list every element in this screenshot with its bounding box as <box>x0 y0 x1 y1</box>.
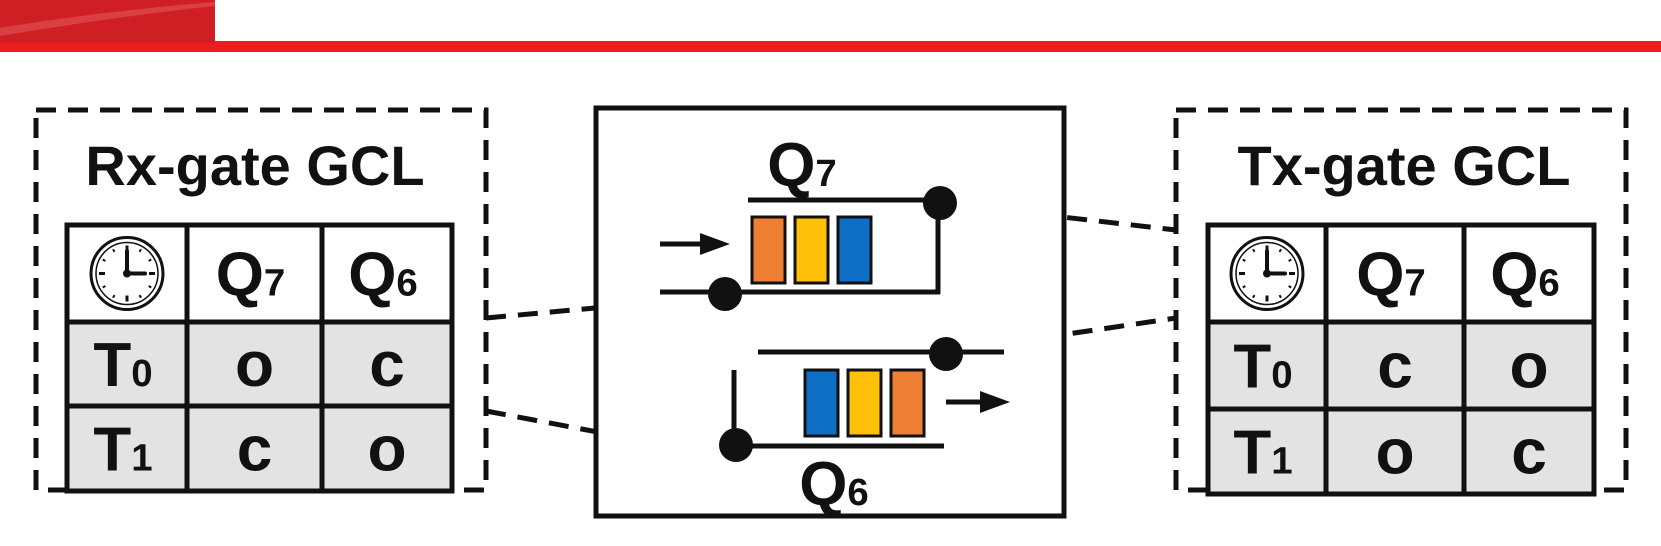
arrow-right-icon <box>946 391 1010 413</box>
table-header-row: Q7 Q6 <box>1229 236 1560 311</box>
q7-tx-gate-node <box>923 186 957 220</box>
slide-header <box>0 0 1661 52</box>
time-slot-label: T0 <box>1233 333 1292 402</box>
clock-icon <box>89 236 165 311</box>
header-logo-highlight <box>0 2 215 36</box>
column-header: Q7 <box>216 241 286 310</box>
table-row: T0 o c <box>93 328 404 400</box>
packet-yellow <box>846 368 883 438</box>
tx-panel-dashed-border <box>1173 107 1629 493</box>
gate-state-cell: o <box>235 328 274 400</box>
time-slot-label: T1 <box>1233 419 1292 488</box>
tx-panel-title: Tx-gate GCL <box>1238 134 1571 197</box>
packet-orange <box>889 368 926 438</box>
packet-blue <box>803 368 840 438</box>
arrow-right-icon <box>660 233 730 255</box>
q6-tx-gate-node <box>929 337 963 371</box>
time-slot-label: T0 <box>93 331 152 400</box>
gate-state-cell: c <box>369 328 405 400</box>
table-row: T1 o c <box>1233 416 1546 488</box>
queue-q6-label: Q6 <box>799 450 869 519</box>
gate-state-cell: c <box>1377 330 1413 402</box>
column-header: Q6 <box>1490 241 1560 310</box>
q6-rx-gate-node <box>719 428 753 462</box>
time-slot-label: T1 <box>93 416 152 485</box>
gate-state-cell: c <box>237 413 273 485</box>
packet-yellow <box>793 215 830 285</box>
table-row: T0 c o <box>1233 330 1548 402</box>
packet-orange <box>750 215 787 285</box>
switch-queues-box: Q7 Q6 <box>593 105 1067 519</box>
gate-state-cell: o <box>1509 330 1548 402</box>
table-grid <box>64 222 455 494</box>
table-header-row: Q7 Q6 <box>89 236 418 311</box>
gate-state-cell: o <box>367 413 406 485</box>
queue-q6-packets <box>803 368 926 438</box>
column-header: Q6 <box>348 241 418 310</box>
table-grid <box>1205 222 1597 497</box>
gate-state-cell: o <box>1375 416 1414 488</box>
queue-q7-label: Q7 <box>767 131 837 200</box>
queue-q7-packets <box>750 215 873 285</box>
rx-panel-title: Rx-gate GCL <box>85 134 424 197</box>
clock-icon <box>1229 236 1305 311</box>
q7-rx-gate-node <box>708 277 742 311</box>
header-red-bar <box>0 41 1661 52</box>
packet-blue <box>836 215 873 285</box>
rx-panel-dashed-border <box>33 107 489 493</box>
column-header: Q7 <box>1356 241 1426 310</box>
gate-state-cell: c <box>1511 416 1547 488</box>
table-row: T1 c o <box>93 413 406 485</box>
queue-q6: Q6 <box>719 337 1010 519</box>
queue-q7: Q7 <box>660 131 957 311</box>
